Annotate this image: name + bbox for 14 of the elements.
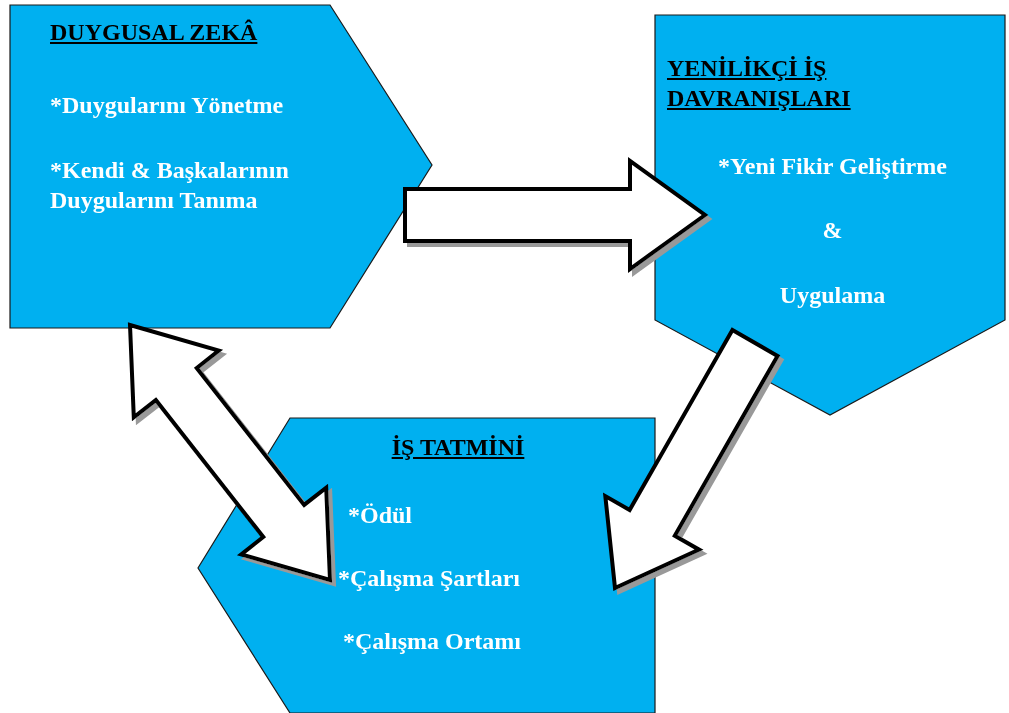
block-arrow [602,327,781,591]
item-text: Uygulama [778,281,887,310]
item-text: *Ödül [348,501,414,530]
heading: İŞ TATMİNİ [390,433,526,462]
item-text: *Kendi & Başkalarının Duygularını Tanıma [50,156,290,215]
item-text: *Çalışma Şartları [338,564,521,593]
item-text: & [821,216,844,245]
block-arrow [127,322,333,583]
item-text: *Duygularını Yönetme [50,91,285,120]
heading: DUYGUSAL ZEKÂ [50,18,259,47]
item-text: *Çalışma Ortamı [343,627,522,656]
heading: YENİLİKÇİ İŞ DAVRANIŞLARI [667,54,852,113]
item-text: *Yeni Fikir Geliştirme [717,152,948,181]
block-arrow [403,157,709,273]
